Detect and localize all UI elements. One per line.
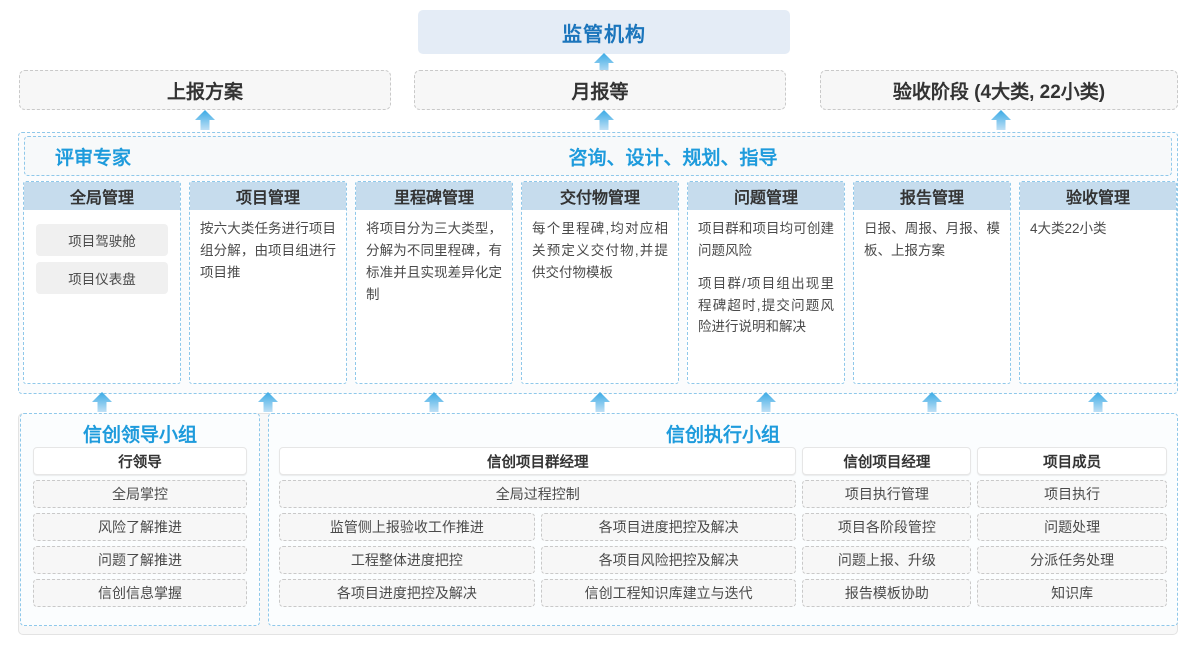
member-item[interactable]: 问题处理 (977, 513, 1167, 541)
arrow-up-icon-to-monthly-report (593, 110, 615, 132)
module-column-body: 将项目分为三大类型，分解为不同里程碑，有标准并且实现差异化定制 (356, 210, 512, 322)
channel-label: 上报方案 (166, 81, 243, 103)
module-column-acceptance[interactable]: 验收管理 4大类22小类 (1019, 181, 1177, 384)
arrow-up-icon-col-6 (921, 392, 943, 414)
program-manager-item[interactable]: 各项目风险把控及解决 (540, 546, 797, 574)
member-role-header: 项目成员 (977, 447, 1167, 475)
module-column-milestone[interactable]: 里程碑管理 将项目分为三大类型，分解为不同里程碑，有标准并且实现差异化定制 (355, 181, 513, 384)
member-item[interactable]: 项目执行 (977, 480, 1167, 508)
program-manager-item[interactable]: 信创工程知识库建立与迭代 (540, 579, 797, 607)
module-paragraph: 项目群和项目均可创建问题风险 (698, 221, 834, 258)
arrow-up-icon-col-3 (423, 392, 445, 414)
module-paragraph: 项目群/项目组出现里程碑超时,提交问题风险进行说明和解决 (698, 275, 834, 335)
module-column-body: 4大类22小类 (1020, 210, 1176, 257)
channel-box-monthly-report: 月报等 (414, 70, 786, 110)
module-column-body: 项目驾驶舱 项目仪表盘 (24, 210, 180, 306)
exec-group: 信创执行小组 信创项目群经理 全局过程控制 监管侧上报验收工作推进 工程整体进度… (268, 413, 1178, 626)
program-manager-item[interactable]: 各项目进度把控及解决 (279, 579, 535, 607)
module-column-title: 报告管理 (854, 182, 1010, 210)
program-manager-global-item[interactable]: 全局过程控制 (279, 480, 797, 508)
regulator-label: 监管机构 (562, 23, 646, 46)
module-chip[interactable]: 项目仪表盘 (36, 262, 168, 294)
leader-item[interactable]: 信创信息掌握 (33, 579, 247, 607)
arrow-up-icon-col-7 (1087, 392, 1109, 414)
platform-roles-bar: 评审专家 咨询、设计、规划、指导 (24, 136, 1172, 176)
leader-item[interactable]: 全局掌控 (33, 480, 247, 508)
arrow-up-icon-col-5 (755, 392, 777, 414)
module-column-body: 每个里程碑,均对应相关预定义交付物,并提供交付物模板 (522, 210, 678, 301)
project-manager-item[interactable]: 项目各阶段管控 (802, 513, 972, 541)
module-column-report[interactable]: 报告管理 日报、周报、月报、模板、上报方案 (853, 181, 1011, 384)
exec-group-title: 信创执行小组 (665, 425, 780, 446)
project-manager-item[interactable]: 项目执行管理 (802, 480, 972, 508)
module-paragraph: 按六大类任务进行项目组分解，由项目组进行项目推 (200, 221, 336, 280)
module-column-project[interactable]: 项目管理 按六大类任务进行项目组分解，由项目组进行项目推 (189, 181, 347, 384)
program-manager-item[interactable]: 工程整体进度把控 (279, 546, 535, 574)
member-column: 项目成员 项目执行 问题处理 分派任务处理 知识库 (977, 447, 1167, 607)
arrow-up-icon-to-report-plan (194, 110, 216, 132)
module-column-deliverable[interactable]: 交付物管理 每个里程碑,均对应相关预定义交付物,并提供交付物模板 (521, 181, 679, 384)
program-manager-item[interactable]: 监管侧上报验收工作推进 (279, 513, 535, 541)
leader-item[interactable]: 风险了解推进 (33, 513, 247, 541)
module-paragraph: 将项目分为三大类型，分解为不同里程碑，有标准并且实现差异化定制 (366, 221, 502, 302)
leader-group: 信创领导小组 行领导 全局掌控 风险了解推进 问题了解推进 信创信息掌握 (20, 413, 260, 626)
arrow-up-icon-col-1 (91, 392, 113, 414)
module-column-title: 里程碑管理 (356, 182, 512, 210)
channel-label: 验收阶段 (4大类, 22小类) (892, 81, 1106, 103)
channel-box-report-plan: 上报方案 (19, 70, 391, 110)
channel-label: 月报等 (571, 81, 629, 103)
module-column-issue[interactable]: 问题管理 项目群和项目均可创建问题风险 项目群/项目组出现里程碑超时,提交问题风… (687, 181, 845, 384)
project-manager-role-header: 信创项目经理 (802, 447, 972, 475)
project-manager-item[interactable]: 报告模板协助 (802, 579, 972, 607)
module-column-title: 全局管理 (24, 182, 180, 210)
program-manager-column: 信创项目群经理 全局过程控制 监管侧上报验收工作推进 工程整体进度把控 各项目进… (279, 447, 797, 607)
module-column-title: 验收管理 (1020, 182, 1176, 210)
program-manager-role-header: 信创项目群经理 (279, 447, 797, 475)
leader-role-header: 行领导 (33, 447, 247, 475)
module-paragraph: 每个里程碑,均对应相关预定义交付物,并提供交付物模板 (532, 221, 668, 280)
project-manager-item[interactable]: 问题上报、升级 (802, 546, 972, 574)
leader-group-title: 信创领导小组 (82, 425, 197, 446)
module-column-title: 问题管理 (688, 182, 844, 210)
program-manager-subcol-left: 监管侧上报验收工作推进 工程整体进度把控 各项目进度把控及解决 (279, 508, 535, 607)
arrow-up-icon-to-regulator (593, 53, 615, 75)
program-manager-item[interactable]: 各项目进度把控及解决 (540, 513, 797, 541)
channel-box-acceptance-stage: 验收阶段 (4大类, 22小类) (820, 70, 1178, 110)
module-chip[interactable]: 项目驾驶舱 (36, 224, 168, 256)
program-manager-subcol-right: 各项目进度把控及解决 各项目风险把控及解决 信创工程知识库建立与迭代 (540, 508, 797, 607)
regulator-box: 监管机构 (418, 10, 790, 54)
module-paragraph: 4大类22小类 (1030, 221, 1107, 236)
member-item[interactable]: 分派任务处理 (977, 546, 1167, 574)
leader-item[interactable]: 问题了解推进 (33, 546, 247, 574)
module-column-body: 按六大类任务进行项目组分解，由项目组进行项目推 (190, 210, 346, 301)
module-paragraph: 日报、周报、月报、模板、上报方案 (864, 221, 1000, 258)
module-column-title: 项目管理 (190, 182, 346, 210)
arrow-up-icon-to-acceptance-stage (990, 110, 1012, 132)
module-column-body: 项目群和项目均可创建问题风险 项目群/项目组出现里程碑超时,提交问题风险进行说明… (688, 210, 844, 355)
module-column-title: 交付物管理 (522, 182, 678, 210)
arrow-up-icon-col-4 (589, 392, 611, 414)
module-column-global[interactable]: 全局管理 项目驾驶舱 项目仪表盘 (23, 181, 181, 384)
arrow-up-icon-col-2 (257, 392, 279, 414)
consulting-label: 咨询、设计、规划、指导 (568, 147, 778, 169)
module-column-body: 日报、周报、月报、模板、上报方案 (854, 210, 1010, 279)
member-item[interactable]: 知识库 (977, 579, 1167, 607)
review-expert-label: 评审专家 (55, 147, 132, 169)
project-manager-column: 信创项目经理 项目执行管理 项目各阶段管控 问题上报、升级 报告模板协助 (802, 447, 972, 607)
